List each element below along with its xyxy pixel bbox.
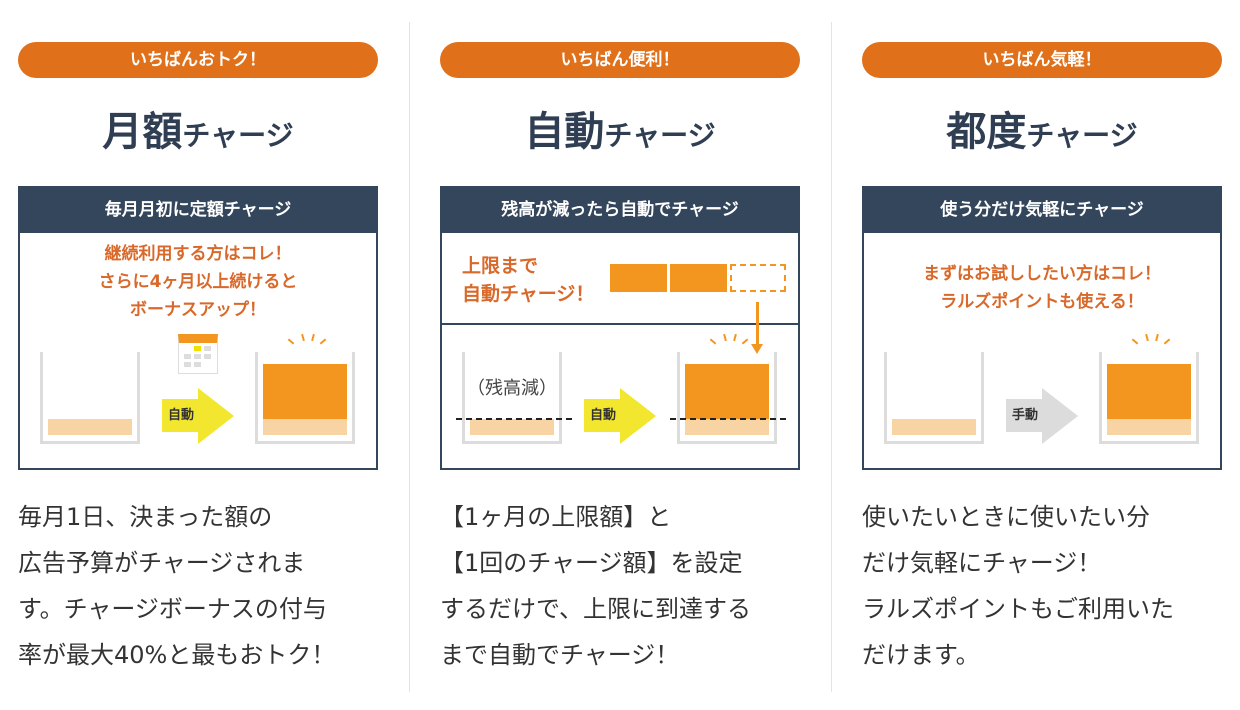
illustration-box: 使う分だけ気軽にチャージ まずはお試ししたい方はコレ！ ラルズポイントも使える！… (862, 186, 1222, 470)
cup-before (40, 352, 140, 444)
description-line: だけ気軽にチャージ！ (862, 549, 1102, 577)
title-sub: チャージ (604, 119, 716, 152)
cup-before: （残高減） (462, 352, 562, 444)
cup-before (884, 352, 984, 444)
plan-title: 月額チャージ (18, 104, 378, 164)
arrow-down-icon (756, 302, 759, 346)
box-header: 使う分だけ気軽にチャージ (864, 188, 1220, 233)
description-line: まで自動でチャージ！ (440, 641, 680, 669)
sparkle-icon (287, 332, 328, 346)
plan-onetime: いちばん気軽！ 都度チャージ 使う分だけ気軽にチャージ まずはお試ししたい方はコ… (862, 0, 1222, 710)
title-sub: チャージ (1026, 119, 1138, 152)
title-sub: チャージ (182, 119, 294, 152)
arrow-manual: 手動 (1006, 388, 1078, 444)
column-divider (831, 22, 832, 692)
cup-after (1099, 333, 1199, 444)
highlight-line: 自動チャージ！ (462, 283, 595, 305)
calendar-icon (178, 334, 218, 374)
highlight-line: 上限まで (462, 255, 539, 277)
threshold-line (456, 418, 572, 420)
arrow-auto: 自動 (584, 388, 656, 444)
sparkle-icon (1131, 332, 1172, 346)
description-line: するだけで、上限に到達する (440, 595, 752, 623)
charge-fill (1107, 364, 1191, 419)
box-header: 毎月月初に定額チャージ (20, 188, 376, 233)
arrow-label: 自動 (168, 408, 195, 423)
box-header: 残高が減ったら自動でチャージ (442, 188, 798, 233)
title-main: 月額 (102, 109, 183, 155)
charge-fill (685, 364, 769, 419)
section-divider (442, 323, 798, 325)
balance-fill (685, 419, 769, 435)
description: 毎月1日、決まった額の 広告予算がチャージされま す。チャージボーナスの付与 率… (18, 494, 398, 678)
limit-block-filled (670, 264, 727, 292)
highlight-line: さらに4ヶ月以上続けると (98, 272, 298, 292)
description-line: 広告予算がチャージされま (18, 549, 306, 577)
highlight-line: まずはお試ししたい方はコレ！ (923, 264, 1161, 284)
illustration-box: 残高が減ったら自動でチャージ 上限まで 自動チャージ！ （残高減） 自動 (440, 186, 800, 470)
charge-fill (263, 364, 347, 419)
balance-fill (263, 419, 347, 435)
limit-block-filled (610, 264, 667, 292)
column-divider (409, 22, 410, 692)
description-line: だけます。 (862, 641, 980, 669)
balance-fill (892, 419, 976, 435)
description-line: 毎月1日、決まった額の (18, 503, 273, 531)
threshold-line (670, 418, 786, 420)
cup-after (255, 333, 355, 444)
description-line: 使いたいときに使いたい分 (862, 503, 1150, 531)
description: 【1ヶ月の上限額】と 【1回のチャージ額】を設定 するだけで、上限に到達する ま… (440, 494, 820, 678)
cup-after (677, 333, 777, 444)
description-line: 率が最大40%と最もおトク！ (18, 641, 336, 669)
description-line: 【1回のチャージ額】を設定 (440, 549, 743, 577)
arrow-auto: 自動 (162, 388, 234, 444)
badge: いちばんおトク！ (18, 42, 378, 78)
description-line: ラルズポイントもご利用いた (862, 595, 1174, 623)
plan-title: 自動チャージ (440, 104, 800, 164)
highlight-line: 継続利用する方はコレ！ (104, 244, 292, 264)
illustration-box: 毎月月初に定額チャージ 継続利用する方はコレ！ さらに4ヶ月以上続けると ボーナ… (18, 186, 378, 470)
balance-fill (470, 419, 554, 435)
badge: いちばん便利！ (440, 42, 800, 78)
sparkle-icon (709, 332, 750, 346)
badge: いちばん気軽！ (862, 42, 1222, 78)
cup-label: （残高減） (467, 378, 557, 399)
balance-fill (1107, 419, 1191, 435)
title-main: 都度 (946, 109, 1027, 155)
title-main: 自動 (524, 109, 605, 155)
plan-monthly: いちばんおトク！ 月額チャージ 毎月月初に定額チャージ 継続利用する方はコレ！ … (18, 0, 378, 710)
description-line: す。チャージボーナスの付与 (18, 595, 327, 623)
plan-auto: いちばん便利！ 自動チャージ 残高が減ったら自動でチャージ 上限まで 自動チャー… (440, 0, 800, 710)
arrow-label: 手動 (1012, 408, 1039, 423)
limit-block-empty (730, 264, 786, 292)
plan-title: 都度チャージ (862, 104, 1222, 164)
balance-fill (48, 419, 132, 435)
arrow-label: 自動 (590, 408, 617, 423)
description-line: 【1ヶ月の上限額】と (440, 503, 672, 531)
description: 使いたいときに使いたい分 だけ気軽にチャージ！ ラルズポイントもご利用いた だけ… (862, 494, 1240, 678)
highlight-line: ボーナスアップ！ (130, 300, 266, 320)
highlight-line: ラルズポイントも使える！ (940, 292, 1144, 312)
